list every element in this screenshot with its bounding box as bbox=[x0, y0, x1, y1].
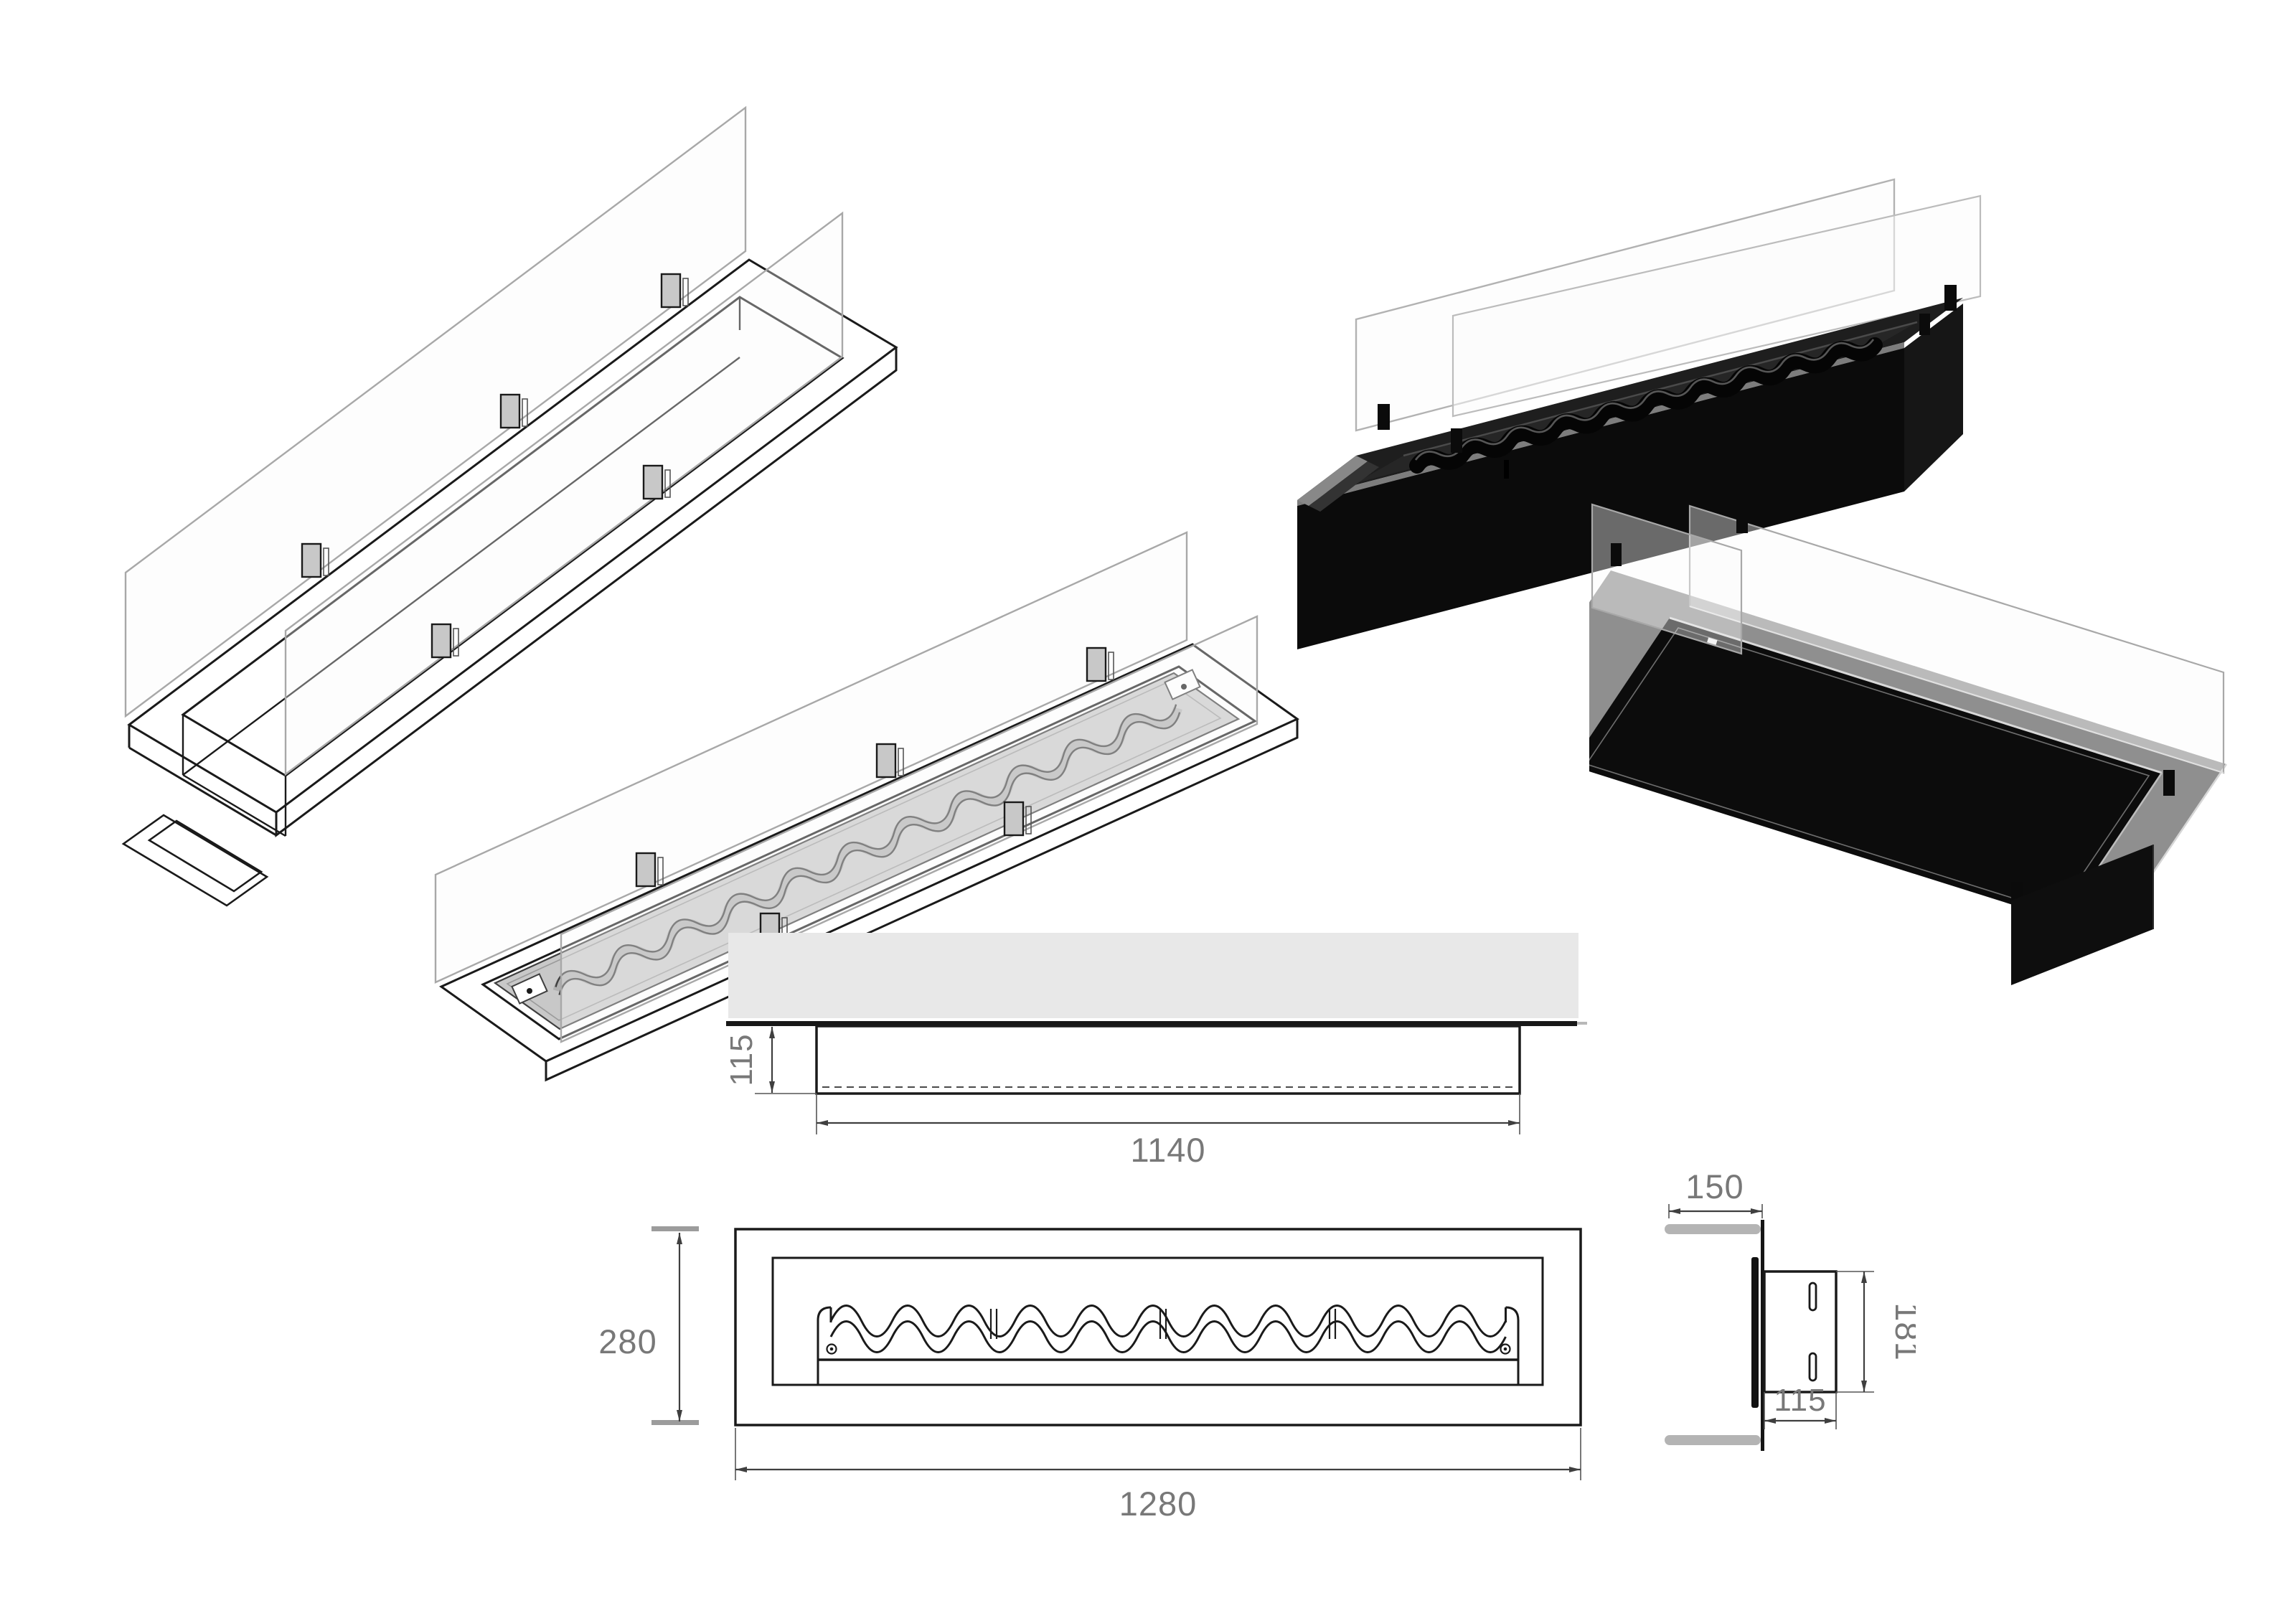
dimension-depth: 115 bbox=[1764, 1383, 1837, 1429]
section-width-label: 1140 bbox=[1130, 1131, 1205, 1166]
mounting-plate bbox=[1761, 1220, 1764, 1451]
wavy-flame-slot bbox=[1409, 337, 1883, 474]
front-width-label: 1280 bbox=[1119, 1485, 1198, 1523]
rear-glass-panel bbox=[1688, 504, 2225, 774]
flange-edge bbox=[726, 1021, 1577, 1026]
wall-block bbox=[728, 933, 1578, 1018]
front-height-label: 280 bbox=[599, 1322, 657, 1360]
wall-bar-top bbox=[1665, 1224, 1761, 1234]
flange-plate bbox=[439, 643, 1299, 1082]
front-view: 280 1280 bbox=[599, 1226, 1582, 1523]
back-glass-panels bbox=[1355, 178, 1982, 432]
wall-bar-bottom bbox=[1665, 1435, 1761, 1445]
wavy-burner-ribbon bbox=[552, 704, 1182, 995]
render-open-tray bbox=[1589, 503, 2228, 985]
side-height-label: 181 bbox=[1888, 1302, 1916, 1360]
mounting-slots bbox=[1808, 1282, 1817, 1382]
inner-frame bbox=[771, 1256, 1544, 1386]
wavy-burner-front bbox=[817, 1305, 1520, 1386]
side-depth-label: 115 bbox=[1774, 1383, 1826, 1418]
screw-hole bbox=[826, 1343, 1511, 1355]
front-glass-panel bbox=[1591, 503, 1743, 655]
flange-lip bbox=[1577, 1022, 1587, 1025]
rear-glass-panel bbox=[434, 531, 1188, 984]
bottom-foot bbox=[2011, 845, 2154, 985]
dimension-width: 1280 bbox=[735, 1428, 1581, 1523]
side-flange-width-label: 150 bbox=[1685, 1167, 1744, 1205]
dimension-flange-width: 150 bbox=[1668, 1167, 1763, 1218]
rear-glass-panel bbox=[124, 105, 747, 718]
screw-tab bbox=[511, 669, 1201, 1005]
section-depth-label: 115 bbox=[724, 1033, 759, 1086]
dimension-depth: 115 bbox=[724, 1027, 817, 1094]
glass-clip bbox=[301, 273, 689, 659]
igniter-pin bbox=[1504, 460, 1509, 479]
section-view: 115 1140 bbox=[724, 933, 1587, 1166]
flange-bar bbox=[1751, 1257, 1759, 1408]
dimension-height: 280 bbox=[599, 1226, 699, 1425]
body-box bbox=[1763, 1270, 1838, 1393]
tub-interior bbox=[182, 297, 843, 837]
side-view: 150 181 115 bbox=[1665, 1167, 1916, 1451]
render-wavy-insert bbox=[1297, 178, 1982, 649]
tub-outline bbox=[815, 1025, 1521, 1095]
dimension-width: 1140 bbox=[816, 1094, 1520, 1166]
iso-wireframe-empty-figure bbox=[121, 105, 898, 907]
bottom-foot bbox=[121, 814, 269, 907]
dimension-height: 181 bbox=[1836, 1271, 1916, 1393]
glass-clip bbox=[1378, 285, 1957, 453]
